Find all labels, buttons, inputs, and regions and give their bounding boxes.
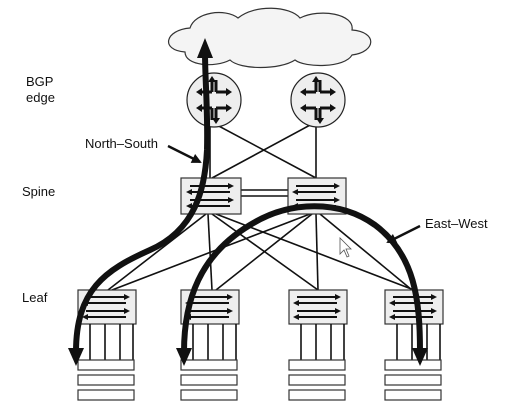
leaf-4	[384, 289, 444, 401]
north-south-label: North–South	[85, 136, 158, 151]
east-west-traffic-arrow	[176, 203, 428, 366]
spine-tier-label: Spine	[22, 184, 56, 199]
east-west-label: East–West	[425, 216, 488, 231]
server-icon	[384, 359, 442, 401]
leaf-3	[288, 289, 348, 401]
leaf-tier-label: Leaf	[22, 290, 48, 305]
cloud-icon	[167, 7, 372, 69]
server-icon	[288, 359, 346, 401]
north-south-traffic-arrow	[68, 38, 213, 366]
edge-spine-links	[209, 123, 317, 179]
router-icon	[186, 72, 242, 128]
spine-leaf-links	[107, 213, 415, 291]
east-west-pointer	[386, 224, 421, 244]
mouse-cursor-icon	[339, 237, 352, 258]
north-south-pointer	[167, 144, 202, 164]
bgp-label-line2: edge	[26, 90, 55, 105]
switch-icon	[288, 289, 348, 325]
router-icon	[290, 72, 346, 128]
bgp-edge-tier-label: BGP edge	[26, 74, 66, 106]
switch-icon	[180, 177, 242, 215]
spine-interlink	[241, 189, 288, 197]
server-icon	[180, 359, 238, 401]
server-icon	[77, 359, 135, 401]
bgp-label-line1: BGP	[26, 74, 54, 89]
